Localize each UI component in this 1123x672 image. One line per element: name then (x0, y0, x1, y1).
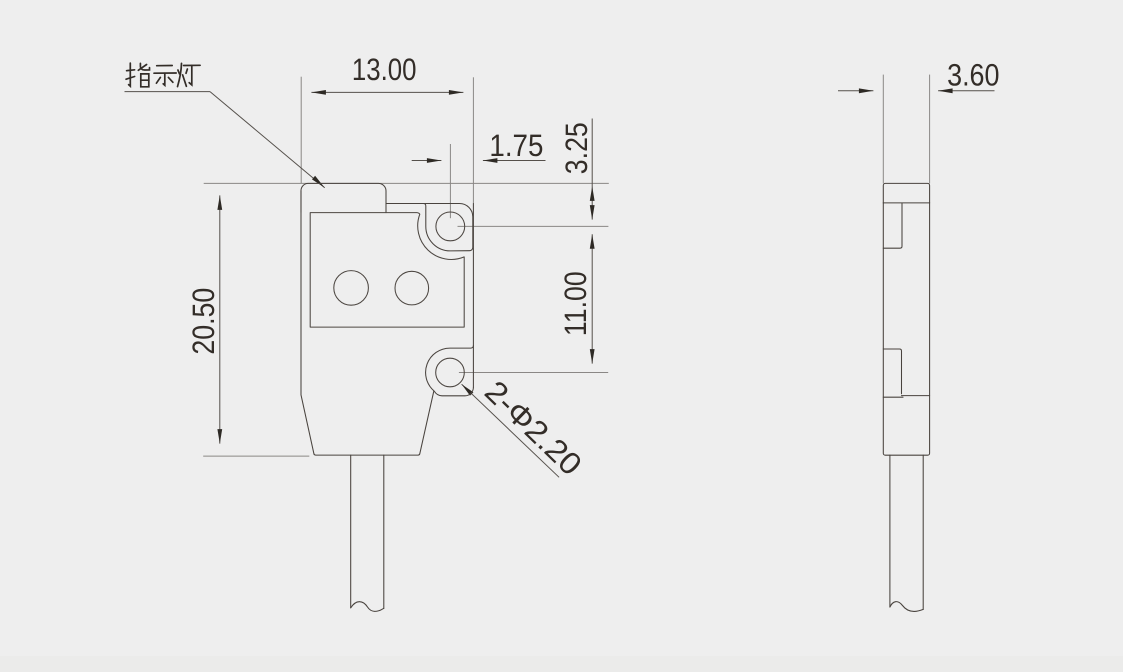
svg-text:13.00: 13.00 (352, 52, 417, 87)
svg-text:3.60: 3.60 (947, 58, 999, 93)
svg-text:1.75: 1.75 (489, 128, 543, 163)
svg-text:11.00: 11.00 (558, 271, 593, 336)
svg-text:20.50: 20.50 (186, 288, 221, 355)
svg-text:3.25: 3.25 (559, 122, 594, 174)
